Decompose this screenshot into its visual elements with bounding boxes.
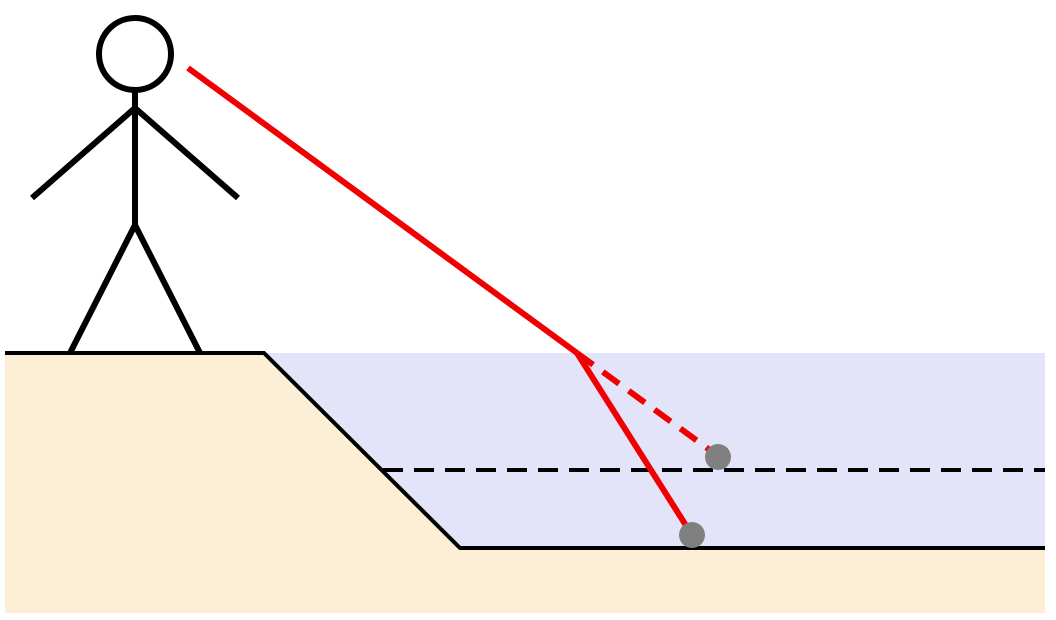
observer-head — [96, 15, 174, 93]
bank-outline — [5, 351, 1045, 550]
observer-right-arm — [133, 105, 240, 201]
observer-stick-figure — [30, 15, 240, 355]
observer-left-arm — [30, 105, 137, 201]
refracted-ray-in-water — [574, 351, 695, 537]
apparent-ray-extension — [575, 350, 720, 459]
observer-left-leg — [67, 223, 138, 355]
apparent-stone-image — [705, 444, 731, 470]
water-region — [264, 353, 1045, 548]
real-stone — [679, 522, 705, 548]
observer-right-leg — [132, 223, 203, 355]
ray-in-air — [186, 65, 579, 356]
